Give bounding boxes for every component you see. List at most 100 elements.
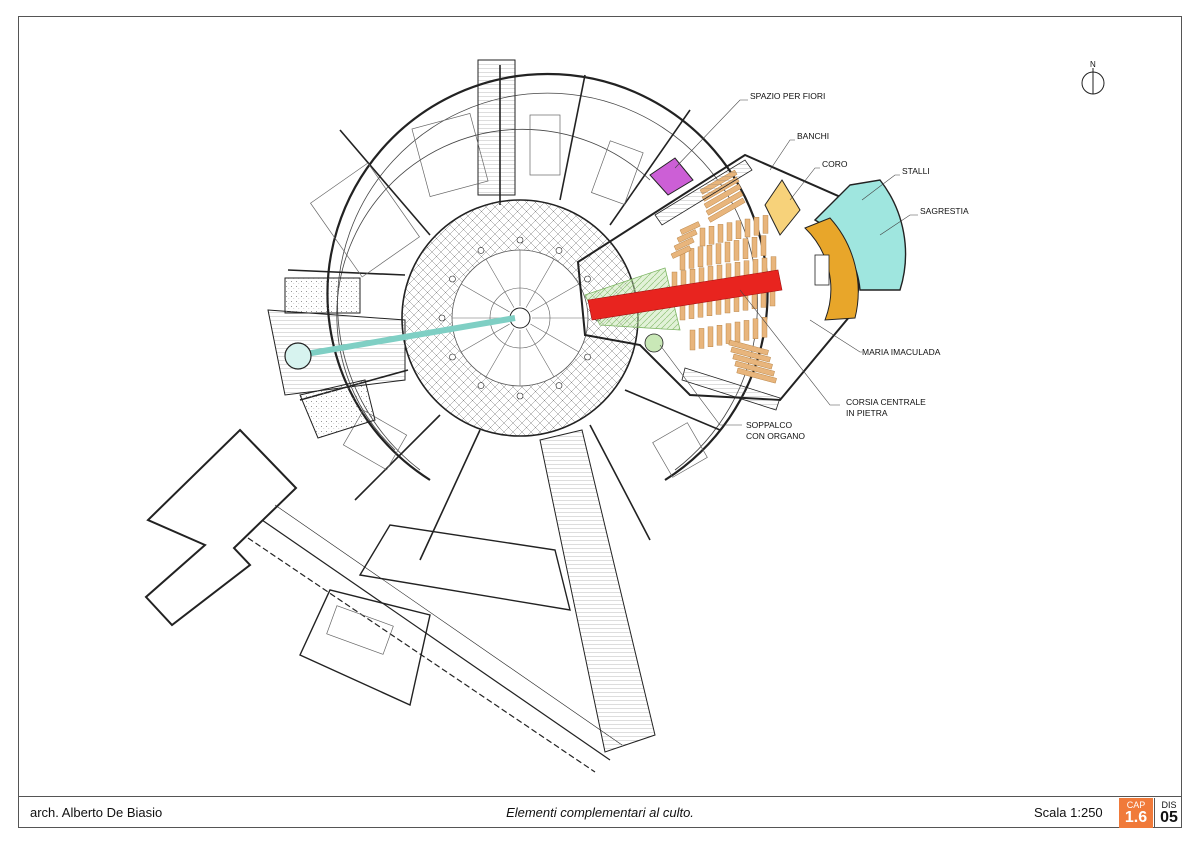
pew [707,326,714,347]
baptismal-font [284,342,312,370]
dome-spoke [525,258,555,308]
title-block [18,796,1182,828]
pew [688,248,695,269]
pew [762,215,769,234]
chapter-value: 1.6 [1124,809,1148,826]
label-maria: MARIA IMACULADA [862,347,941,357]
drawing-number-box: DIS 05 [1154,798,1183,828]
chapter-box: CAP 1.6 [1119,798,1153,828]
leader-lines [659,99,918,426]
south-ramp [539,429,656,753]
label-corsia-1: CORSIA CENTRALE [846,397,926,407]
pew [734,262,741,279]
drawing-number-label: DIS [1161,800,1177,810]
dome-spoke [530,283,580,313]
annex-building [144,428,298,627]
label-soppalco-2: CON ORGANO [746,431,805,441]
sheet-border [18,16,1182,828]
pew [689,269,696,286]
pew [736,367,777,384]
pew [734,360,775,377]
dome-column [477,382,485,389]
pew [725,323,732,344]
pew [725,263,732,280]
dome-column [584,353,591,361]
pew [751,236,758,258]
label-spazio-fiori: SPAZIO PER FIORI [750,91,825,101]
pew [671,271,678,289]
nave-outline [576,153,872,402]
pew [706,244,713,266]
label-stalli: STALLI [902,166,930,176]
pew [730,346,771,363]
south-stair [681,367,781,411]
pew [717,224,724,243]
pew [734,321,741,343]
pew [733,240,740,261]
altar [814,254,830,286]
pew [732,353,773,370]
dome-spoke [525,328,555,378]
pew [715,243,722,264]
drawing-number-value: 05 [1160,809,1178,826]
dome-spoke [460,323,510,353]
pew [707,197,746,223]
south-rooms [299,524,571,706]
pew [753,216,760,236]
pew [673,237,695,251]
central-dome [401,199,639,437]
dome-column [516,236,524,244]
pew [752,318,759,339]
pew [761,317,768,338]
label-corsia-2: IN PIETRA [846,408,888,418]
pew [707,266,714,283]
pew [728,339,769,356]
pew [698,328,705,349]
north-label: N [1090,60,1096,69]
label-sagrestia: SAGRESTIA [920,206,969,216]
pew [708,225,715,245]
pew [724,241,731,263]
pew [679,221,701,235]
pew [716,264,723,282]
pew [697,246,704,268]
dome-spoke [485,328,515,378]
spiral-stair [644,333,664,353]
dome-column [584,275,591,283]
dome-spoke [530,323,580,353]
pew [705,190,744,216]
pew [680,270,687,287]
pews [670,169,777,384]
pew [676,229,698,243]
gravel-south [299,379,376,439]
pew [698,267,705,284]
pew [742,238,749,260]
flower-space [649,157,694,196]
dome-column [438,314,446,322]
pew [670,245,692,259]
pew [689,329,696,351]
pew [726,222,733,241]
north-stair [654,159,753,226]
dome-column [449,353,456,361]
dome-column [516,392,524,400]
pew [703,183,742,209]
label-coro: CORO [822,159,848,169]
dome-spoke [460,283,510,313]
pew [716,325,723,346]
pew [760,235,767,256]
north-ramp [477,59,516,196]
pew [699,227,706,247]
drawing-title: Elementi complementari al culto. [506,805,694,820]
dome-spoke [485,258,515,308]
radial-walls [287,65,721,561]
central-aisle [587,269,783,321]
chapel-seating [310,112,708,478]
label-banchi: BANCHI [797,131,829,141]
north-arrow: N [1081,60,1105,95]
chapter-label: CAP [1126,800,1146,810]
gravel-north [284,277,361,314]
dome-column [477,247,485,254]
